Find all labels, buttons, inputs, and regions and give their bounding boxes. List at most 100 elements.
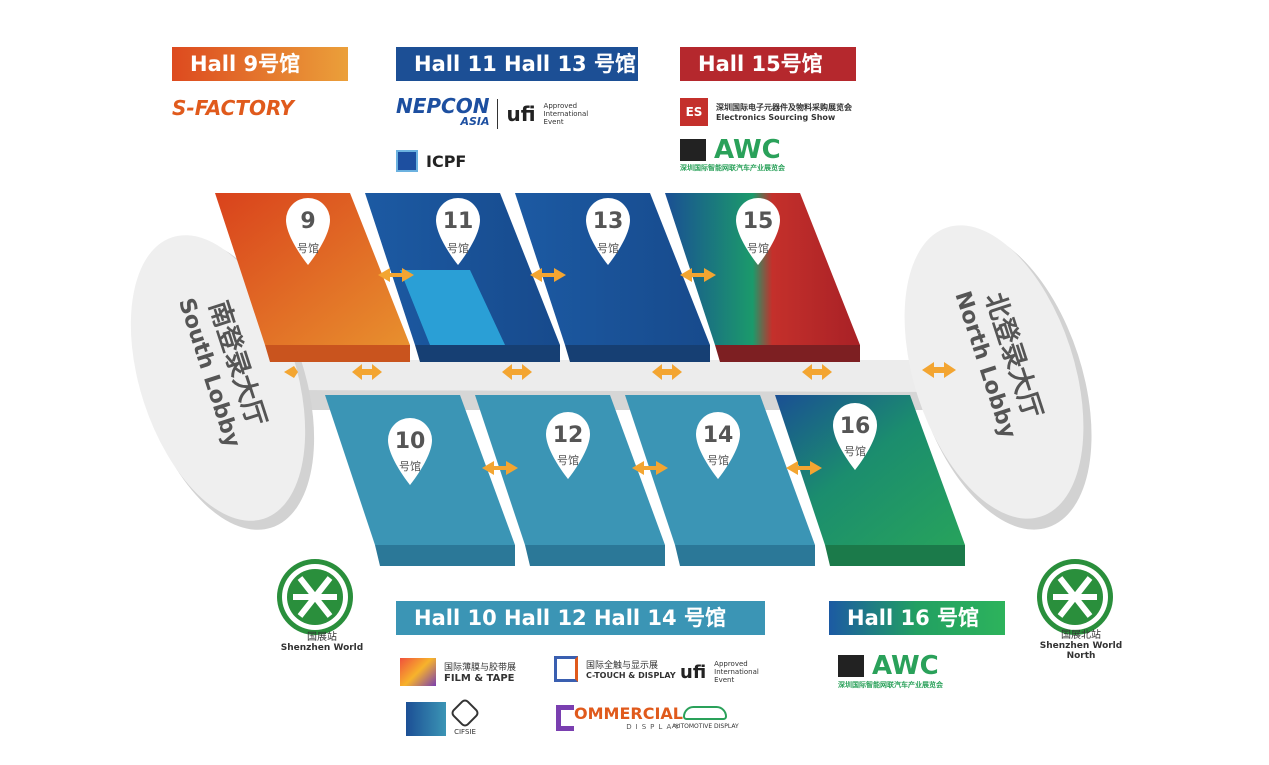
banner-hall-11-13: Hall 11 Hall 13 号馆	[396, 47, 638, 81]
awc-bottom-text: AWC	[872, 651, 939, 681]
ufi-approved: Approved	[543, 102, 578, 110]
banner-hall-10-12-14: Hall 10 Hall 12 Hall 14 号馆	[396, 601, 765, 635]
north-lobby: 北登录大厅 North Lobby	[904, 225, 1092, 530]
arrow-icon	[632, 461, 668, 475]
ufi-international: International	[543, 110, 589, 118]
logo-ufi-bottom: ufi Approved International Event	[680, 660, 759, 684]
hall-13-block[interactable]	[515, 193, 710, 362]
car-icon	[838, 655, 864, 677]
hall-number: 10	[395, 429, 426, 454]
hall-11-block[interactable]	[365, 193, 560, 362]
logo-commercial: OMMERCIAL DISPLAY	[556, 704, 683, 731]
hall-number: 9	[300, 209, 315, 234]
hall-16-block[interactable]	[775, 395, 965, 566]
nepcon-asia-text: ASIA	[460, 115, 490, 128]
hall-pin-11: 11 号馆	[436, 198, 480, 265]
chip-icon	[396, 150, 418, 172]
logo-ctouch: 国际全触与显示展 C-TOUCH & DISPLAY	[554, 656, 676, 682]
ufi-bottom-approved: Approved	[714, 660, 748, 668]
cifsie-text: CIFSIE	[454, 728, 476, 736]
ufi-bottom-international: International	[714, 668, 759, 676]
arrow-icon	[680, 268, 716, 282]
banner-hall-15: Hall 15号馆	[680, 47, 856, 81]
arrow-icon	[786, 461, 822, 475]
ctouch-cn: 国际全触与显示展	[586, 661, 659, 671]
hall-number: 13	[593, 209, 624, 234]
station-south-en: Shenzhen World	[280, 643, 364, 653]
car-icon	[680, 139, 706, 161]
station-north-cn: 国展北站	[1061, 630, 1101, 641]
film-tape-en: FILM & TAPE	[444, 673, 515, 684]
cifsie-hex-icon	[449, 697, 481, 729]
logo-automotive-display: AUTOMOTIVE DISPLAY	[672, 706, 739, 730]
hall-label: 号馆	[557, 453, 579, 467]
awc-text: AWC	[714, 135, 781, 165]
ctouch-icon	[554, 656, 578, 682]
hall-number: 11	[443, 209, 474, 234]
banner-hall-9: Hall 9号馆	[172, 47, 348, 81]
commercial-sub: DISPLAY	[626, 723, 683, 731]
hall-number: 14	[703, 423, 734, 448]
arrow-icon	[284, 366, 298, 378]
hall-label: 号馆	[597, 241, 619, 255]
arrow-icon	[922, 362, 956, 378]
sfactory-text: S-FACTORY	[172, 96, 295, 120]
station-north: 国展北站 Shenzhen World North	[1026, 626, 1136, 661]
logo-awc-top: AWC	[680, 136, 781, 164]
logo-film-tape: 国际薄膜与胶带展 FILM & TAPE	[400, 658, 516, 686]
ufi-bottom-event: Event	[714, 676, 735, 684]
awc-bottom-cn: 深圳国际智能网联汽车产业展览会	[838, 681, 943, 689]
station-north-en1: Shenzhen World	[1039, 641, 1123, 651]
es-show-mark: ES	[680, 98, 708, 126]
hall-pin-10: 10 号馆	[388, 418, 432, 485]
hall-number: 12	[553, 423, 584, 448]
hall-pin-16: 16 号馆	[833, 403, 877, 470]
logo-sfactory: S-FACTORY	[172, 96, 294, 120]
cifsie-block-icon	[406, 702, 446, 736]
commercial-c-icon	[556, 704, 574, 731]
hall-pin-14: 14 号馆	[696, 412, 740, 479]
hall-15-block[interactable]	[665, 193, 860, 362]
hall-9-block[interactable]	[215, 193, 410, 362]
nepcon-text: NEPCON	[396, 94, 490, 118]
hall-label: 号馆	[844, 444, 866, 458]
arrow-icon	[482, 461, 518, 475]
hall-label: 号馆	[747, 241, 769, 255]
car-outline-icon	[683, 706, 728, 720]
logo-es-show: ES 深圳国际电子元器件及物料采购展览会 Electronics Sourcin…	[680, 98, 852, 126]
hall-pin-15: 15 号馆	[736, 198, 780, 265]
hall-number: 15	[743, 209, 774, 234]
ufi-bottom-text: ufi	[680, 661, 707, 683]
hall-pin-9: 9 号馆	[286, 198, 330, 265]
station-south-cn: 国展站	[307, 632, 337, 643]
mtr-icon-north	[1037, 559, 1113, 635]
ufi-text: ufi	[506, 102, 536, 126]
arrows	[284, 268, 956, 475]
commercial-text: OMMERCIAL	[574, 704, 683, 723]
banner-hall-16: Hall 16 号馆	[829, 601, 1005, 635]
arrow-icon	[502, 364, 532, 380]
logo-awc-bottom: AWC	[838, 652, 939, 680]
hall-label: 号馆	[297, 241, 319, 255]
es-show-en: Electronics Sourcing Show	[716, 113, 836, 122]
film-tape-icon	[400, 658, 436, 686]
mtr-icon-south	[277, 559, 353, 635]
hall-label: 号馆	[707, 453, 729, 467]
station-south: 国展站 Shenzhen World	[267, 628, 377, 653]
arrow-icon	[352, 364, 382, 380]
arrow-icon	[378, 268, 414, 282]
awc-top-cn: 深圳国际智能网联汽车产业展览会	[680, 164, 785, 172]
ctouch-en: C-TOUCH & DISPLAY	[586, 671, 676, 680]
hall-pin-12: 12 号馆	[546, 412, 590, 479]
station-north-en2: North	[1066, 651, 1096, 661]
automotive-display-text: AUTOMOTIVE DISPLAY	[672, 723, 739, 730]
logo-nepcon: NEPCON ASIA ufi Approved International E…	[396, 94, 589, 130]
logo-cifsie: CIFSIE	[406, 697, 481, 736]
arrow-icon	[530, 268, 566, 282]
hall-label: 号馆	[447, 241, 469, 255]
logo-icpf: ICPF	[396, 150, 466, 172]
film-tape-cn: 国际薄膜与胶带展	[444, 663, 517, 673]
hall-number: 16	[840, 414, 871, 439]
es-show-cn: 深圳国际电子元器件及物料采购展览会	[716, 103, 852, 112]
